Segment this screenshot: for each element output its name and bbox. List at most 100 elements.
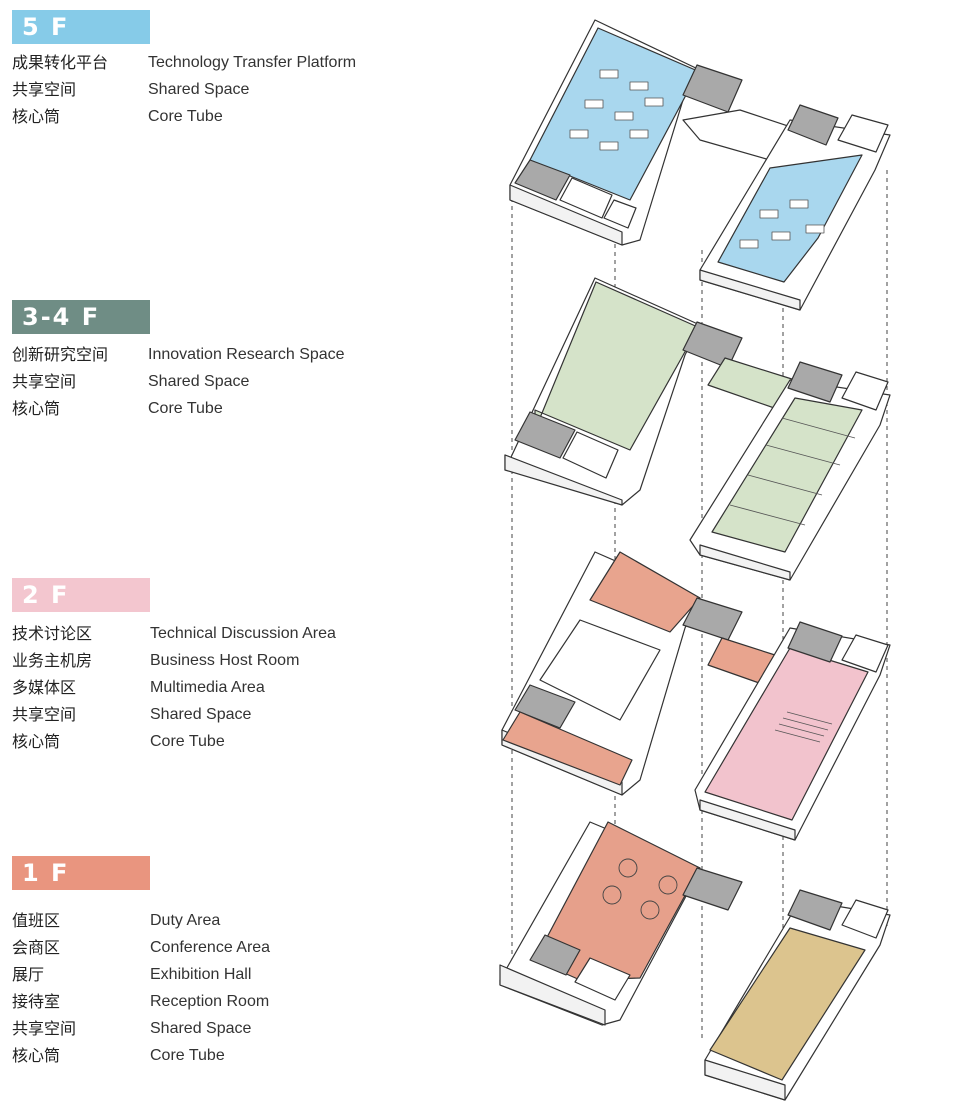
- partition: [765, 444, 841, 466]
- floor-badge-2f: 2 F: [12, 578, 150, 612]
- floor-label-2f: 2 F: [22, 581, 70, 609]
- legend-en: Core Tube: [150, 733, 225, 750]
- desk: [739, 239, 759, 249]
- table: [618, 858, 638, 878]
- slab-edge: [499, 964, 606, 1026]
- desk: [629, 81, 649, 91]
- floor-label-3-4f: 3-4 F: [22, 303, 101, 331]
- legend-en: Duty Area: [150, 912, 221, 929]
- legend-cn: 共享空间: [12, 1019, 77, 1038]
- core-tube: [514, 684, 576, 729]
- slab-edge: [704, 1059, 786, 1101]
- partition: [747, 474, 823, 496]
- floor-plan-5f: [509, 19, 891, 311]
- desk: [771, 231, 791, 241]
- desk: [599, 141, 619, 151]
- exhibition-hall: [709, 927, 866, 1081]
- room: [837, 114, 889, 153]
- desk: [629, 129, 649, 139]
- tech-discussion-area: [502, 711, 633, 786]
- legend-en: Core Tube: [148, 108, 223, 125]
- partition: [781, 417, 856, 439]
- legend-cn: 业务主机房: [12, 651, 93, 670]
- desk: [789, 199, 809, 209]
- legend-en: Reception Room: [150, 993, 270, 1010]
- room: [603, 199, 637, 229]
- legend-en: Core Tube: [148, 400, 223, 417]
- core-tube: [514, 411, 576, 459]
- round-tables: [602, 858, 678, 920]
- atrium-void: [539, 619, 661, 721]
- room-divisions: [729, 417, 856, 526]
- desk: [569, 129, 589, 139]
- slab-edge: [699, 544, 791, 581]
- seating-rows: [774, 711, 833, 743]
- desk: [805, 224, 825, 234]
- legend-cn: 核心筒: [12, 399, 61, 418]
- slab-edge: [699, 269, 801, 311]
- legend-cn: 值班区: [12, 911, 61, 930]
- legend-cn: 共享空间: [12, 705, 77, 724]
- core-tube: [682, 64, 743, 113]
- core-tube: [682, 867, 743, 911]
- room: [841, 899, 889, 939]
- core-tube: [529, 934, 581, 976]
- legend-cn: 成果转化平台: [12, 53, 109, 72]
- legend-cn: 接待室: [12, 992, 61, 1011]
- seat-row: [778, 723, 825, 737]
- floor-plan-2f: [501, 551, 891, 841]
- seat-row: [782, 717, 829, 731]
- desk: [614, 111, 634, 121]
- core-tube: [787, 621, 843, 663]
- table: [658, 875, 678, 895]
- room: [841, 634, 889, 673]
- desk: [759, 209, 779, 219]
- legend-en: Core Tube: [150, 1047, 225, 1064]
- legend-cn: 多媒体区: [12, 678, 77, 697]
- legend-cn: 展厅: [12, 965, 45, 984]
- legend-en: Shared Space: [148, 373, 250, 390]
- room: [562, 431, 619, 479]
- legend-en: Shared Space: [150, 706, 252, 723]
- core-tube: [787, 889, 843, 931]
- core-tube: [787, 104, 839, 146]
- core-tube: [682, 321, 743, 369]
- slab-edge: [509, 184, 623, 246]
- core-tube: [787, 361, 843, 403]
- legend-cn: 创新研究空间: [12, 345, 109, 364]
- floor-label-5f: 5 F: [22, 13, 70, 41]
- legend-en: Technical Discussion Area: [150, 625, 336, 642]
- floor-badge-5f: 5 F: [12, 10, 150, 44]
- desk: [599, 69, 619, 79]
- legend-cn: 技术讨论区: [12, 624, 93, 643]
- legend-en: Conference Area: [150, 939, 271, 956]
- slab-edge: [504, 454, 623, 506]
- table: [640, 900, 660, 920]
- core-tube: [682, 597, 743, 641]
- legend-en: Shared Space: [148, 81, 250, 98]
- floor-badge-3-4f: 3-4 F: [12, 300, 150, 334]
- slab-edge: [699, 799, 796, 841]
- exploded-axonometric-diagram: [499, 19, 891, 1101]
- floor-label-1f: 1 F: [22, 859, 70, 887]
- legend-en: Shared Space: [150, 1020, 252, 1037]
- legend-cn: 核心筒: [12, 107, 61, 126]
- room: [841, 371, 889, 411]
- innovation-area: [711, 397, 863, 553]
- legend-cn: 共享空间: [12, 372, 77, 391]
- tech-transfer-area: [717, 154, 863, 283]
- legend-en: Innovation Research Space: [148, 346, 345, 363]
- seat-row: [774, 729, 821, 743]
- multimedia-area: [704, 647, 869, 821]
- room: [574, 957, 631, 1001]
- legend-en: Multimedia Area: [150, 679, 265, 696]
- seat-row: [786, 711, 833, 725]
- floor-plan-1f: [499, 821, 891, 1101]
- floor-badge-1f: 1 F: [12, 856, 150, 890]
- partition: [729, 504, 806, 526]
- tech-discussion-area: [589, 551, 701, 633]
- legend-en: Business Host Room: [150, 652, 300, 669]
- desk: [584, 99, 604, 109]
- legend-cn: 核心筒: [12, 1046, 61, 1065]
- table: [602, 885, 622, 905]
